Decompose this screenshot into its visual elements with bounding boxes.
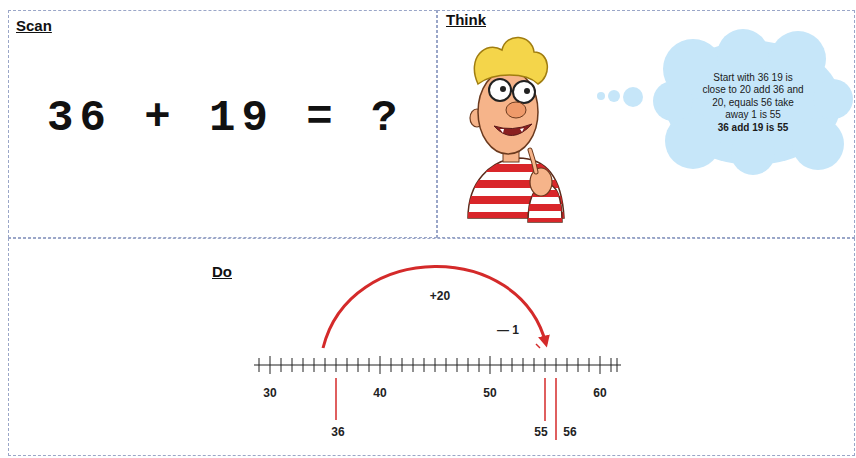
stripe	[524, 218, 566, 225]
cartoon-boy	[460, 37, 570, 225]
tick-label: 40	[373, 386, 386, 400]
axis-line	[254, 364, 621, 365]
thought-text: Start with 36 19 is close to 20 add 36 a…	[701, 72, 805, 122]
bubble-text-holder: Start with 36 19 is close to 20 add 36 a…	[653, 29, 853, 177]
cloud-bump	[665, 113, 721, 169]
marker-line	[544, 378, 546, 421]
mouth	[494, 124, 532, 136]
panel-heading: Scan	[16, 17, 52, 34]
hair	[474, 37, 547, 84]
thought-dot	[623, 87, 643, 107]
hand	[530, 168, 552, 196]
think-panel: ThinkStart with 36 19 is close to 20 add…	[437, 10, 855, 238]
pupil	[500, 86, 506, 92]
thought-answer: 36 add 19 is 55	[718, 122, 789, 135]
finger	[530, 150, 536, 172]
stripe	[524, 204, 566, 211]
panel-heading: Think	[446, 11, 486, 28]
panel-heading: Do	[212, 263, 232, 280]
cloud-bump	[792, 118, 844, 170]
thought-bubble: Start with 36 19 is close to 20 add 36 a…	[653, 29, 853, 177]
back-step-mark	[536, 344, 540, 348]
tick-label: 50	[483, 386, 496, 400]
nose	[506, 102, 526, 118]
marker-label: 55	[534, 425, 547, 439]
scan-panel: Scan 36 + 19 = ?	[8, 10, 437, 238]
jump-arc	[323, 266, 546, 348]
axis-ticks	[259, 356, 617, 374]
tick-label: 60	[593, 386, 606, 400]
head	[478, 70, 538, 154]
cloud-bump	[653, 81, 693, 121]
glasses-lens	[489, 79, 511, 101]
thought-dot	[597, 92, 605, 100]
marker-line	[555, 378, 557, 440]
teeth	[500, 128, 524, 133]
glasses-lens	[513, 81, 535, 103]
jump-label: +20	[430, 289, 450, 303]
marker-label: 56	[563, 425, 576, 439]
marker-line	[335, 378, 337, 420]
glasses-bridge	[511, 90, 513, 92]
cloud-bump	[731, 131, 775, 175]
stripe	[460, 164, 570, 172]
tick-label: 30	[263, 386, 276, 400]
marker-label: 36	[331, 425, 344, 439]
thought-dot	[608, 90, 620, 102]
jump-label: — 1	[497, 323, 519, 337]
cloud-bump	[813, 79, 853, 119]
finger-outline	[530, 150, 536, 172]
number-line	[254, 266, 621, 440]
pupil	[524, 88, 530, 94]
equation-text: 36 + 19 = ?	[47, 93, 403, 143]
do-panel: Do	[8, 238, 855, 456]
